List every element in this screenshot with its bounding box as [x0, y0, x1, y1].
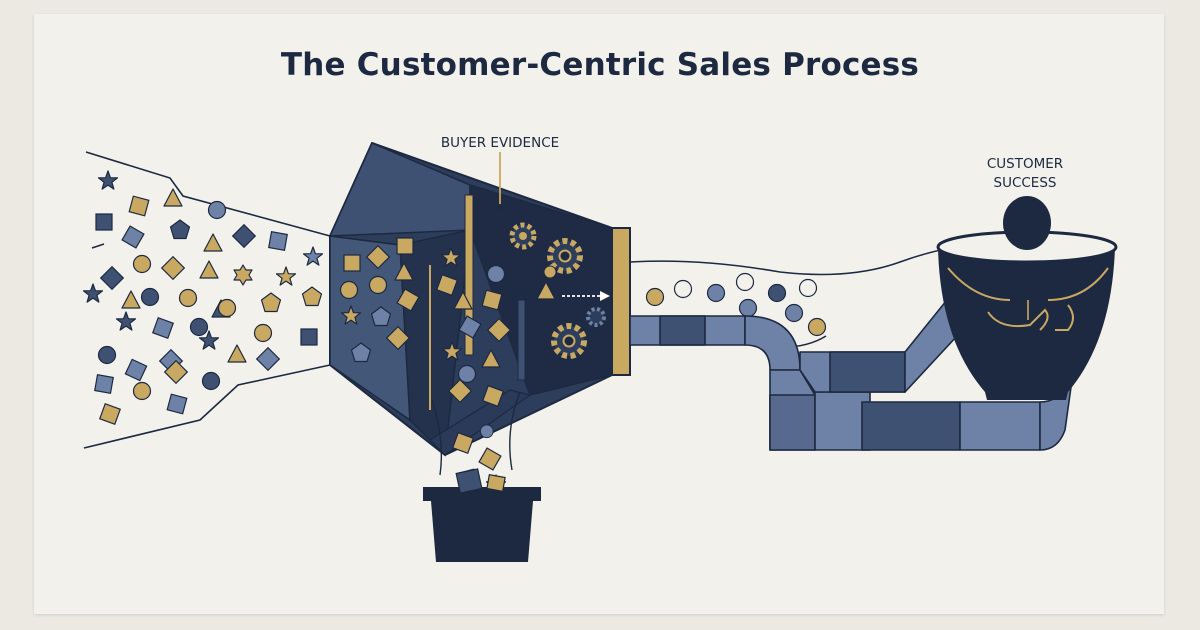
- pipe: [629, 259, 1073, 451]
- label-buyer-evidence: BUYER EVIDENCE: [440, 135, 560, 151]
- falling-shapes: [431, 391, 521, 494]
- label-customer-success: CUSTOMER SUCCESS: [965, 155, 1085, 193]
- label-customer-success-line2: SUCCESS: [993, 175, 1057, 191]
- incoming-shapes: [82, 170, 324, 425]
- gear-icon: [551, 323, 587, 359]
- arrow-icon: [562, 291, 610, 301]
- gear-icon: [586, 307, 606, 327]
- customer-success-pot: [936, 230, 1118, 400]
- processing-funnel: [328, 142, 631, 457]
- gear-icon: [547, 238, 583, 274]
- diagram-title: The Customer-Centric Sales Process: [280, 47, 920, 83]
- person-icon: [947, 196, 1109, 331]
- gear-icon: [509, 222, 537, 250]
- label-customer-success-line1: CUSTOMER: [986, 156, 1064, 172]
- inflow-stream: [83, 151, 331, 449]
- bin-icon: [423, 468, 541, 562]
- gear-icon: [543, 265, 557, 279]
